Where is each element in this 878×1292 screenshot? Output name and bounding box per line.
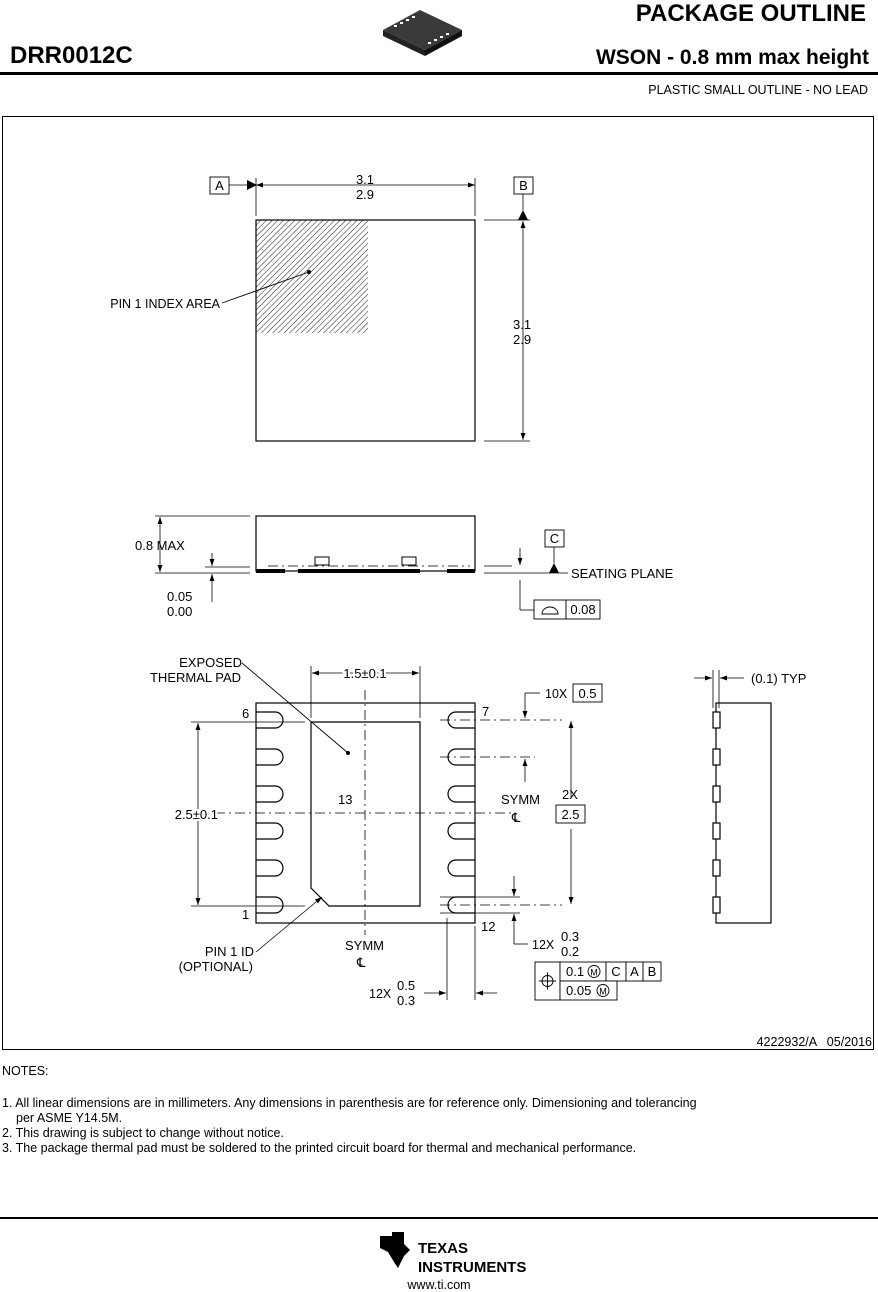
left-leads (256, 711, 284, 914)
note-1-cont: per ASME Y14.5M. (16, 1111, 123, 1125)
width-max: 3.1 (356, 172, 374, 187)
logo-line2: INSTRUMENTS (418, 1259, 526, 1276)
top-view: PIN 1 INDEX AREA 3.1 2.9 A B 3.1 2.9 (110, 172, 534, 442)
datum-c: C (550, 531, 559, 546)
datum-b-box (513, 176, 534, 195)
ti-logo: TEXAS INSTRUMENTS (380, 1232, 526, 1276)
end-view: (0.1) TYP (694, 670, 806, 924)
height-min: 2.9 (513, 332, 531, 347)
flatness-value: 0.08 (570, 602, 595, 617)
lead-width-min: 0.2 (561, 944, 579, 959)
centerline-right: ℄ (511, 810, 521, 825)
position-tol2: 0.05 (566, 983, 591, 998)
symm-right: SYMM (501, 792, 540, 807)
standoff-max: 0.05 (167, 589, 192, 604)
row-count: 2X (562, 787, 578, 802)
package-subtitle: PLASTIC SMALL OUTLINE - NO LEAD (648, 83, 868, 97)
pin1-id-line1: PIN 1 ID (205, 944, 254, 959)
surface-profile-icon (541, 606, 559, 615)
pad-width: 1.5±0.1 (343, 666, 386, 681)
pin1-id-line2: (OPTIONAL) (179, 959, 253, 974)
pin1-index-area (256, 220, 368, 333)
row-value: 2.5 (561, 807, 579, 822)
right-leads (447, 711, 475, 914)
header-rule (0, 72, 878, 75)
svg-text:M: M (590, 968, 598, 978)
part-number: DRR0012C (10, 42, 133, 69)
datum-c-box (544, 529, 565, 548)
pitch-value: 0.5 (578, 686, 596, 701)
note-3: 3. The package thermal pad must be solde… (2, 1141, 637, 1155)
max-height: 0.8 MAX (135, 538, 185, 553)
pad-number: 13 (338, 792, 352, 807)
pad-length: 2.5±0.1 (175, 807, 218, 822)
datum-a-box (209, 176, 230, 195)
height-max: 3.1 (513, 317, 531, 332)
lead-length-max: 0.5 (397, 978, 415, 993)
width-min: 2.9 (356, 187, 374, 202)
pin-1-label: 1 (242, 907, 249, 922)
package-icon (383, 10, 462, 56)
pin-12-label: 12 (481, 919, 495, 934)
exposed-pad-line1: EXPOSED (179, 655, 242, 670)
thermal-pad (310, 721, 421, 907)
lead-width-count: 12X (532, 938, 555, 952)
footer-rule (0, 1217, 878, 1219)
exposed-pad-line2: THERMAL PAD (150, 670, 241, 685)
side-view: 0.8 MAX 0.05 0.00 C SEATING PLANE 0.08 (135, 515, 674, 620)
mmc-icon-2 (596, 984, 610, 997)
logo-line1: TEXAS (418, 1240, 468, 1257)
standoff-min: 0.00 (167, 604, 192, 619)
drawing-frame (2, 116, 874, 1050)
fcf-datum-a: A (630, 964, 639, 979)
svg-text:M: M (599, 987, 607, 997)
notes-title: NOTES: (2, 1064, 49, 1078)
drawing-reference: 4222932/A 05/2016 (757, 1035, 872, 1049)
pin1-index-label: PIN 1 INDEX AREA (110, 297, 220, 311)
seating-plane-label: SEATING PLANE (571, 566, 674, 581)
note-1: 1. All linear dimensions are in millimet… (2, 1096, 697, 1110)
note-2: 2. This drawing is subject to change wit… (2, 1126, 284, 1140)
position-tol: 0.1 (566, 964, 584, 979)
page-title: PACKAGE OUTLINE (635, 0, 866, 27)
symm-bottom: SYMM (345, 938, 384, 953)
mmc-icon (587, 965, 601, 978)
pin-6-label: 6 (242, 706, 249, 721)
centerline-bottom: ℄ (356, 955, 366, 970)
fcf-datum-c: C (611, 964, 620, 979)
pitch-count: 10X (545, 687, 568, 701)
lead-width-max: 0.3 (561, 929, 579, 944)
pin-7-label: 7 (482, 704, 489, 719)
lead-length-min: 0.3 (397, 993, 415, 1008)
lead-length-count: 12X (369, 987, 392, 1001)
footer-url[interactable]: www.ti.com (407, 1278, 471, 1292)
datum-b: B (519, 178, 528, 193)
fcf-datum-b: B (648, 964, 657, 979)
bottom-view: EXPOSED THERMAL PAD 13 6 7 1 12 (150, 655, 662, 1008)
position-tolerance-frame: 0.1 M C A B 0.05 M (534, 961, 662, 1001)
datum-a: A (215, 178, 224, 193)
notes-list: 1. All linear dimensions are in millimet… (2, 1096, 822, 1156)
typ-label: (0.1) TYP (751, 671, 806, 686)
package-name: WSON - 0.8 mm max height (595, 46, 869, 69)
